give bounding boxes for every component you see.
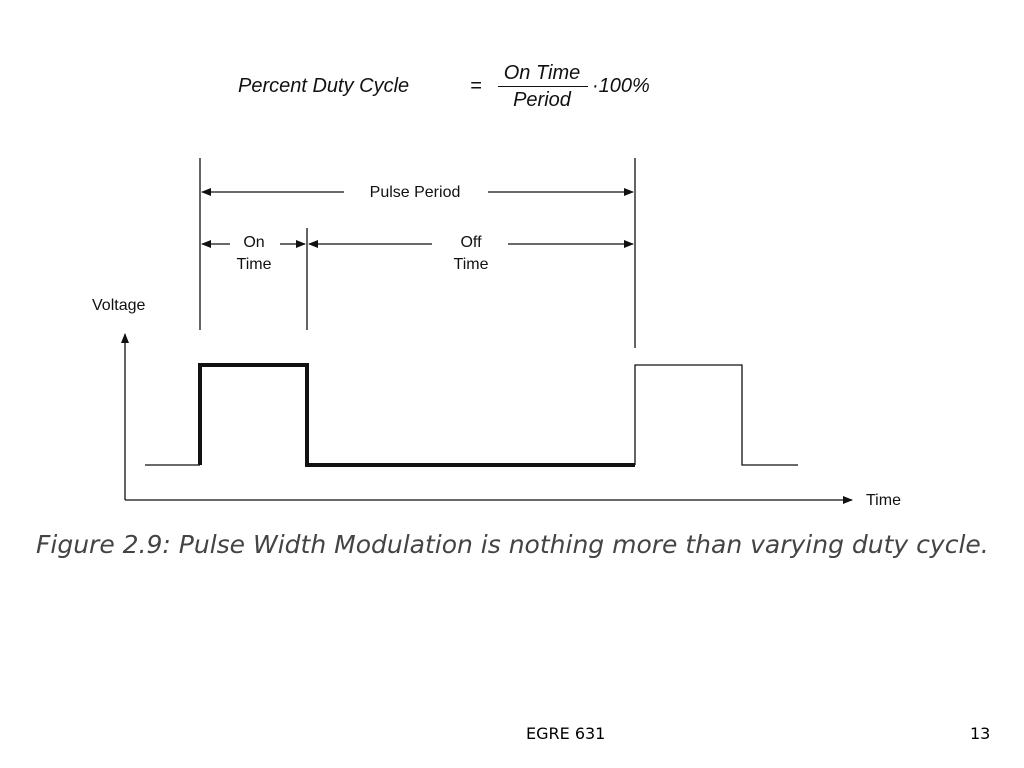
formula-numerator: On Time xyxy=(503,62,581,84)
formula-lhs: Percent Duty Cycle xyxy=(238,75,410,97)
figure-caption: Figure 2.9: Pulse Width Modulation is no… xyxy=(36,530,989,559)
off-time-label-line2: Time xyxy=(454,256,489,273)
on-time-label-line1: On xyxy=(243,234,264,251)
formula-multiplier: ·100% xyxy=(592,75,650,97)
footer-course: EGRE 631 xyxy=(526,724,606,743)
y-axis-label: Voltage xyxy=(92,297,145,314)
formula-fraction: On Time Period xyxy=(492,62,592,111)
on-time-label-line2: Time xyxy=(237,256,272,273)
pulse-period-label: Pulse Period xyxy=(370,184,461,201)
off-time-label-line1: Off xyxy=(460,234,482,251)
footer-page-number: 13 xyxy=(970,724,991,743)
next-pulse xyxy=(634,364,798,466)
highlighted-pulse-cycle xyxy=(198,363,635,467)
duty-cycle-formula: Percent Duty Cycle = On Time Period ·100… xyxy=(238,62,678,122)
x-axis-label: Time xyxy=(866,492,901,509)
formula-equals: = xyxy=(470,75,482,97)
fraction-bar xyxy=(498,86,588,87)
formula-denominator: Period xyxy=(513,89,571,111)
